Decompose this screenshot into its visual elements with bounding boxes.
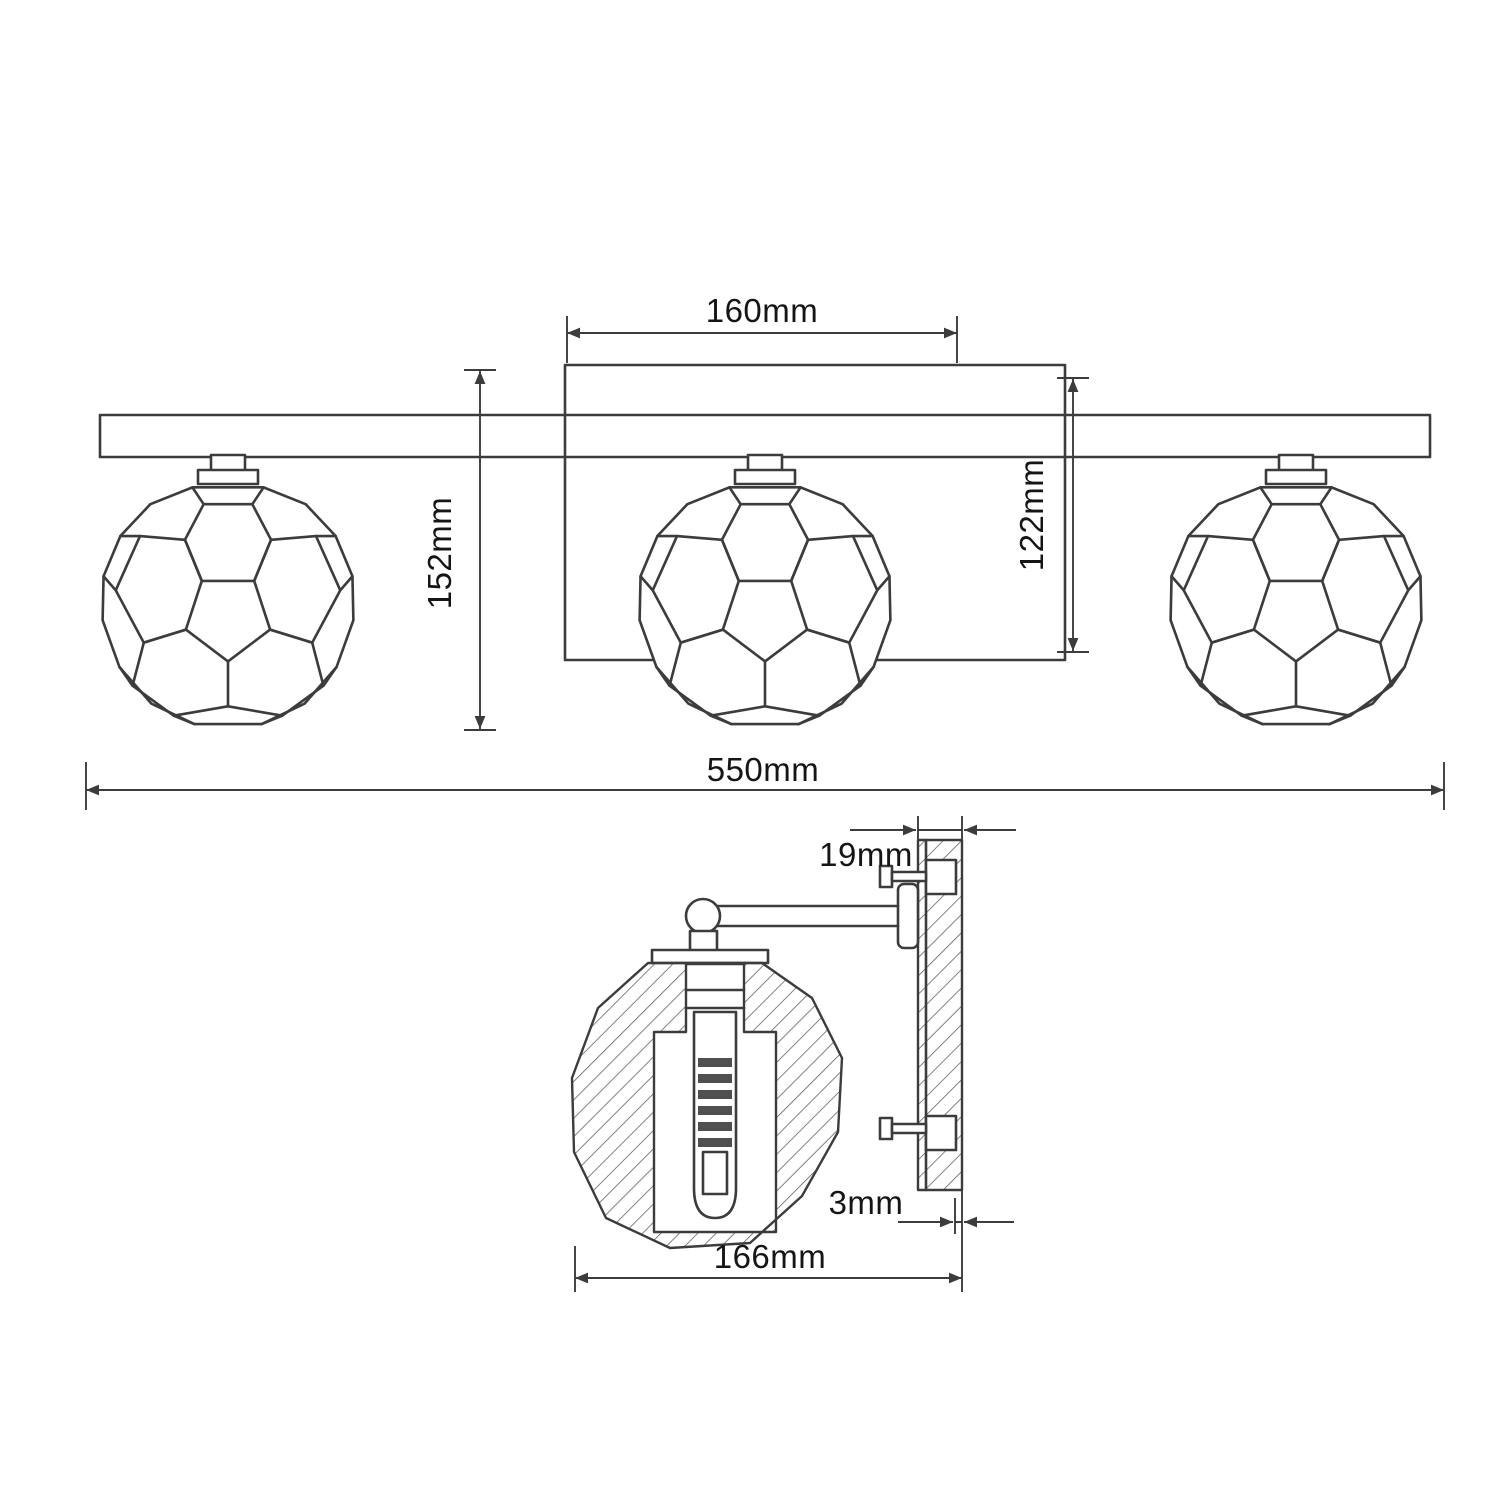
- dim-label-backplate-height: 122mm: [1013, 459, 1050, 572]
- arm-tube: [714, 904, 900, 928]
- dim-label-backplate-depth: 19mm: [819, 836, 913, 873]
- bulb-base: [701, 1150, 729, 1196]
- stem-collar: [196, 468, 260, 486]
- mounting-screw-top: [878, 864, 928, 889]
- screw-boss-bottom: [924, 1114, 958, 1152]
- shade-body-hatched: [570, 961, 844, 1250]
- stem-collar: [733, 468, 797, 486]
- mounting-bar: [98, 413, 1432, 459]
- dimension-166: 166mm: [574, 1190, 963, 1292]
- wall-backplate-section: [878, 838, 964, 1192]
- shade-collar: [650, 948, 770, 965]
- fixture-arm: [650, 882, 920, 965]
- dimension-550: 550mm: [85, 751, 1445, 810]
- lamp-left: [101, 453, 355, 726]
- stem-collar: [1264, 468, 1328, 486]
- dim-label-fixture-depth: 166mm: [714, 1238, 827, 1275]
- thread-bar: [698, 1090, 732, 1099]
- screw-boss-top: [924, 858, 958, 896]
- thread-bar: [698, 1074, 732, 1083]
- faceted-globe-shade: [1169, 486, 1423, 726]
- side-view: 19mm 3mm 166mm: [570, 816, 1016, 1292]
- wall-flange: [896, 882, 920, 950]
- dim-label-wall-gap: 3mm: [829, 1184, 904, 1221]
- dimension-3: 3mm: [829, 1184, 1014, 1234]
- dimension-160: 160mm: [566, 292, 958, 363]
- arm-ball-joint: [684, 897, 722, 935]
- faceted-globe-shade: [101, 486, 355, 726]
- dim-label-overall-width: 550mm: [707, 751, 820, 788]
- dimension-152: 152mm: [421, 369, 496, 731]
- thread-bar: [698, 1138, 732, 1147]
- thread-bar: [698, 1106, 732, 1115]
- mounting-screw-bottom: [878, 1116, 928, 1141]
- faceted-globe-shade: [638, 486, 892, 726]
- dim-label-fixture-height: 152mm: [421, 497, 458, 610]
- shade-section: [570, 961, 844, 1250]
- dim-label-shade-width: 160mm: [706, 292, 819, 329]
- front-view: 160mm 152mm 122mm 550mm: [85, 292, 1445, 810]
- lamp-center: [638, 453, 892, 726]
- dimension-19: 19mm: [819, 816, 1016, 873]
- lamp-socket-bulb: [684, 988, 746, 1220]
- thread-bar: [698, 1122, 732, 1131]
- lamp-right: [1169, 453, 1423, 726]
- dimension-122: 122mm: [1013, 377, 1089, 653]
- socket-rings: [684, 988, 746, 1010]
- thread-bar: [698, 1058, 732, 1067]
